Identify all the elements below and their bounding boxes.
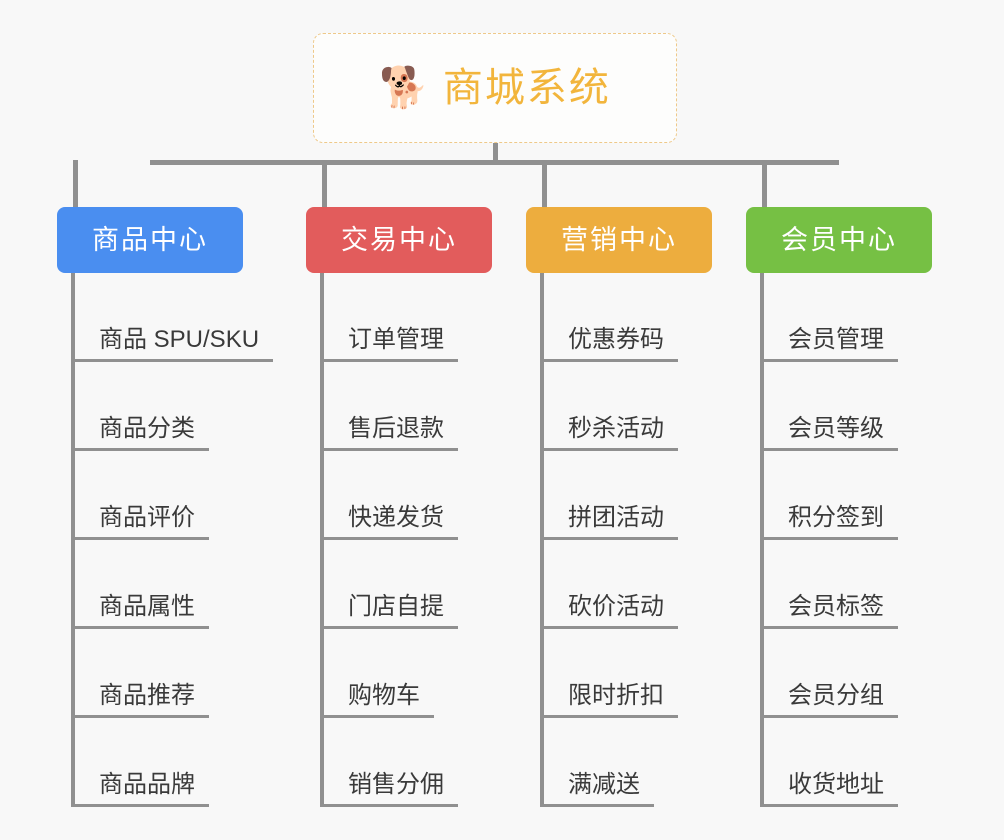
column-marketing-center: 营销中心优惠券码秒杀活动拼团活动砍价活动限时折扣满减送 [526, 207, 746, 807]
leaf-item[interactable]: 优惠券码 [544, 273, 746, 362]
leaf-list-trade-center: 订单管理售后退款快递发货门店自提购物车销售分佣 [320, 273, 526, 807]
leaf-underline: 订单管理 [324, 327, 458, 362]
leaf-underline: 销售分佣 [324, 772, 458, 807]
leaf-item[interactable]: 会员分组 [764, 629, 966, 718]
leaf-item[interactable]: 满减送 [544, 718, 746, 807]
leaf-label: 砍价活动 [568, 592, 664, 620]
leaf-label: 订单管理 [348, 325, 444, 353]
leaf-label: 会员标签 [788, 592, 884, 620]
column-member-center: 会员中心会员管理会员等级积分签到会员标签会员分组收货地址 [746, 207, 966, 807]
leaf-label: 商品分类 [99, 414, 195, 442]
leaf-underline: 满减送 [544, 772, 654, 807]
leaf-item[interactable]: 商品品牌 [75, 718, 277, 807]
leaf-label: 优惠券码 [568, 325, 664, 353]
category-label: 会员中心 [781, 224, 897, 255]
leaf-item[interactable]: 收货地址 [764, 718, 966, 807]
leaf-underline: 商品推荐 [75, 683, 209, 718]
leaf-item[interactable]: 拼团活动 [544, 451, 746, 540]
leaf-underline: 商品分类 [75, 416, 209, 451]
leaf-label: 商品 SPU/SKU [99, 325, 260, 353]
leaf-underline: 限时折扣 [544, 683, 678, 718]
leaf-item[interactable]: 会员等级 [764, 362, 966, 451]
category-header-product-center[interactable]: 商品中心 [57, 207, 243, 273]
connector-drop-4 [762, 160, 767, 207]
category-header-marketing-center[interactable]: 营销中心 [526, 207, 712, 273]
leaf-label: 积分签到 [788, 503, 884, 531]
root-node-mall-system[interactable]: 🐕 商城系统 [313, 33, 677, 143]
leaf-list-member-center: 会员管理会员等级积分签到会员标签会员分组收货地址 [760, 273, 966, 807]
leaf-underline: 售后退款 [324, 416, 458, 451]
leaf-list-marketing-center: 优惠券码秒杀活动拼团活动砍价活动限时折扣满减送 [540, 273, 746, 807]
leaf-item[interactable]: 商品推荐 [75, 629, 277, 718]
leaf-item[interactable]: 积分签到 [764, 451, 966, 540]
leaf-item[interactable]: 订单管理 [324, 273, 526, 362]
leaf-label: 会员管理 [788, 325, 884, 353]
connector-root-stem [493, 143, 498, 165]
leaf-label: 拼团活动 [568, 503, 664, 531]
leaf-label: 商品属性 [99, 592, 195, 620]
leaf-underline: 商品属性 [75, 594, 209, 629]
category-header-trade-center[interactable]: 交易中心 [306, 207, 492, 273]
leaf-label: 售后退款 [348, 414, 444, 442]
connector-drop-2 [322, 160, 327, 207]
category-label: 营销中心 [561, 224, 677, 255]
leaf-item[interactable]: 会员管理 [764, 273, 966, 362]
leaf-label: 收货地址 [788, 770, 884, 798]
leaf-underline: 会员分组 [764, 683, 898, 718]
leaf-underline: 会员等级 [764, 416, 898, 451]
leaf-item[interactable]: 限时折扣 [544, 629, 746, 718]
leaf-underline: 购物车 [324, 683, 434, 718]
connector-drop-1 [73, 160, 78, 207]
leaf-label: 商品推荐 [99, 681, 195, 709]
leaf-underline: 秒杀活动 [544, 416, 678, 451]
category-header-member-center[interactable]: 会员中心 [746, 207, 932, 273]
connector-horizontal-bar [150, 160, 839, 165]
leaf-label: 门店自提 [348, 592, 444, 620]
leaf-item[interactable]: 会员标签 [764, 540, 966, 629]
leaf-item[interactable]: 秒杀活动 [544, 362, 746, 451]
leaf-underline: 门店自提 [324, 594, 458, 629]
leaf-underline: 快递发货 [324, 505, 458, 540]
leaf-underline: 砍价活动 [544, 594, 678, 629]
leaf-item[interactable]: 门店自提 [324, 540, 526, 629]
leaf-item[interactable]: 商品 SPU/SKU [75, 273, 277, 362]
leaf-item[interactable]: 快递发货 [324, 451, 526, 540]
root-title: 商城系统 [442, 66, 611, 110]
shiba-dog-face-icon: 🐕 [379, 66, 429, 110]
column-trade-center: 交易中心订单管理售后退款快递发货门店自提购物车销售分佣 [306, 207, 526, 807]
leaf-label: 销售分佣 [348, 770, 444, 798]
column-product-center: 商品中心商品 SPU/SKU 商品分类商品评价商品属性商品推荐商品品牌 [57, 207, 277, 807]
leaf-underline: 拼团活动 [544, 505, 678, 540]
leaf-item[interactable]: 砍价活动 [544, 540, 746, 629]
leaf-item[interactable]: 购物车 [324, 629, 526, 718]
leaf-label: 会员分组 [788, 681, 884, 709]
leaf-label: 满减送 [568, 770, 640, 798]
leaf-underline: 商品品牌 [75, 772, 209, 807]
leaf-underline: 优惠券码 [544, 327, 678, 362]
category-label: 交易中心 [341, 224, 457, 255]
leaf-list-product-center: 商品 SPU/SKU 商品分类商品评价商品属性商品推荐商品品牌 [71, 273, 277, 807]
leaf-label: 秒杀活动 [568, 414, 664, 442]
leaf-item[interactable]: 商品分类 [75, 362, 277, 451]
leaf-underline: 商品评价 [75, 505, 209, 540]
leaf-item[interactable]: 商品评价 [75, 451, 277, 540]
leaf-underline: 商品 SPU/SKU [75, 325, 274, 362]
leaf-item[interactable]: 售后退款 [324, 362, 526, 451]
leaf-label: 快递发货 [348, 503, 444, 531]
leaf-label: 会员等级 [788, 414, 884, 442]
leaf-underline: 积分签到 [764, 505, 898, 540]
category-label: 商品中心 [92, 224, 208, 255]
leaf-item[interactable]: 商品属性 [75, 540, 277, 629]
leaf-item[interactable]: 销售分佣 [324, 718, 526, 807]
leaf-underline: 会员管理 [764, 327, 898, 362]
leaf-label: 购物车 [348, 681, 420, 709]
leaf-label: 商品评价 [99, 503, 195, 531]
leaf-label: 商品品牌 [99, 770, 195, 798]
leaf-label: 限时折扣 [568, 681, 664, 709]
leaf-underline: 收货地址 [764, 772, 898, 807]
connector-drop-3 [542, 160, 547, 207]
leaf-underline: 会员标签 [764, 594, 898, 629]
